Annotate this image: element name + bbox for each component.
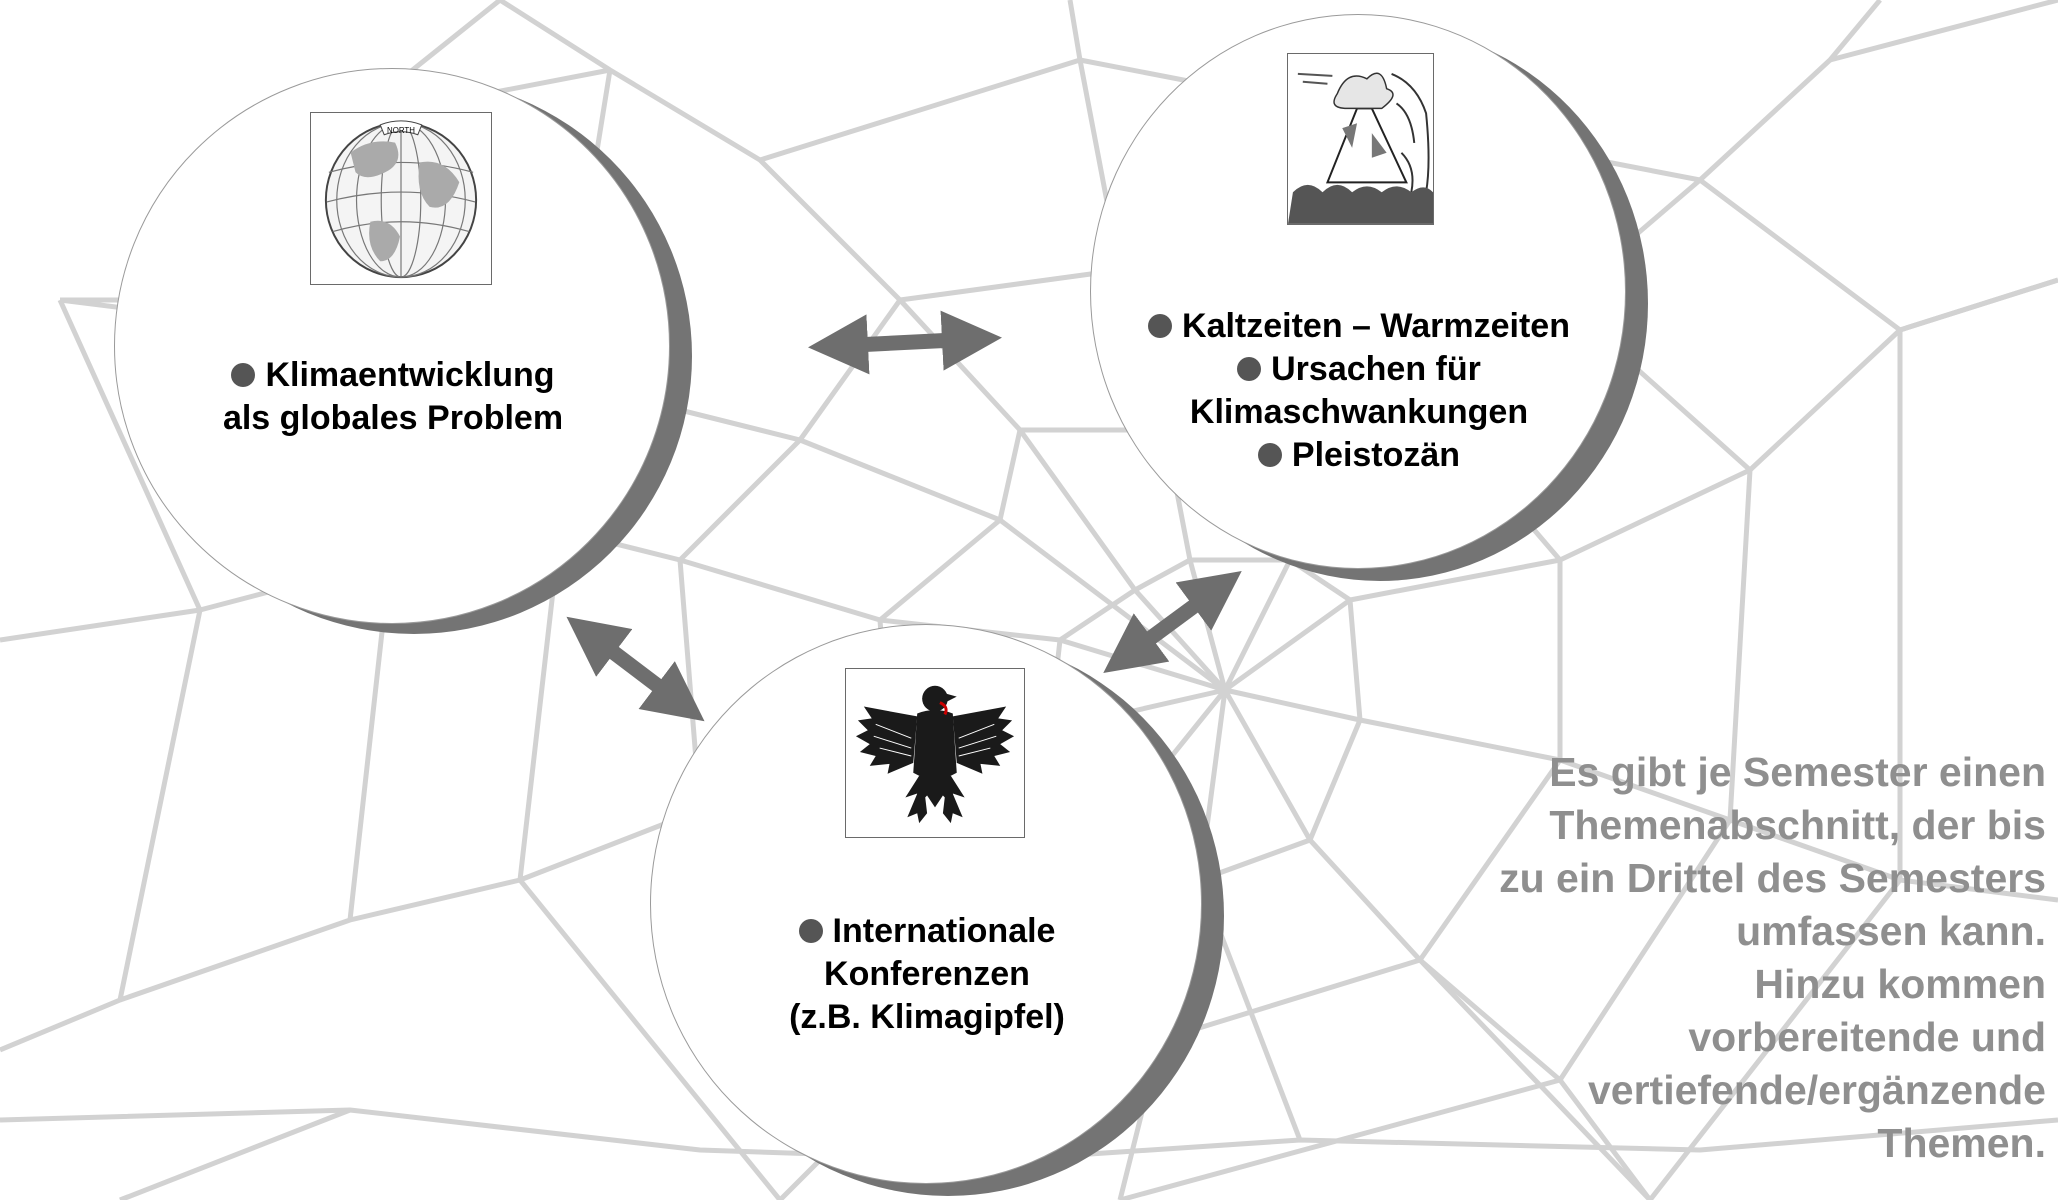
climate-text: Klimaentwicklung als globales Problem [135,354,651,440]
globe-icon: NORTH [324,120,478,279]
note-line: zu ein Drittel des Semesters [1499,855,2046,901]
climate-line-2: als globales Problem [222,399,564,437]
ice-age-text: Kaltzeiten – Warmzeiten Ursachen für Kli… [1101,305,1617,477]
note-line: umfassen kann. [1736,908,2046,954]
volcano-icon [1288,54,1433,224]
note-line: vorbereitende und [1688,1014,2046,1060]
conferences-text: Internationale Konferenzen (z.B. Klimagi… [669,910,1185,1039]
conferences-line-3: (z.B. Klimagipfel) [789,998,1065,1036]
volcano-image [1287,53,1434,225]
bullet-icon [798,919,823,943]
note-line: Hinzu kommen [1754,961,2046,1007]
eagle-image [845,668,1025,838]
bullet-icon [1257,443,1282,467]
bullet-icon [1148,314,1173,338]
note-line: Es gibt je Semester einen [1549,749,2046,795]
note-line: Themenabschnitt, der bis [1549,802,2046,848]
note-line: Themen. [1877,1120,2046,1166]
globe-image: NORTH [310,112,492,285]
topic-circle-ice-age: Kaltzeiten – Warmzeiten Ursachen für Kli… [1090,14,1626,569]
note-line: vertiefende/ergänzende [1588,1067,2046,1113]
conferences-line-2: Konferenzen [824,955,1030,993]
ice-age-line-1: Kaltzeiten – Warmzeiten [1101,305,1617,348]
bullet-icon [1237,357,1262,381]
topic-circle-climate: NORTH Klimaentwicklung als globales Prob… [114,68,670,624]
ice-age-line-3: Klimaschwankungen [1189,393,1529,431]
ice-age-line-2: Ursachen für [1101,348,1617,391]
federal-eagle-icon [855,685,1015,824]
bullet-icon [231,363,256,387]
topic-circle-conferences: Internationale Konferenzen (z.B. Klimagi… [650,624,1202,1184]
climate-line-1: Klimaentwicklung [135,354,651,397]
semester-note: Es gibt je Semester einen Themenabschnit… [1499,746,2046,1170]
svg-text:NORTH: NORTH [387,126,415,135]
ice-age-line-4: Pleistozän [1101,434,1617,477]
conferences-line-1: Internationale [669,910,1185,953]
